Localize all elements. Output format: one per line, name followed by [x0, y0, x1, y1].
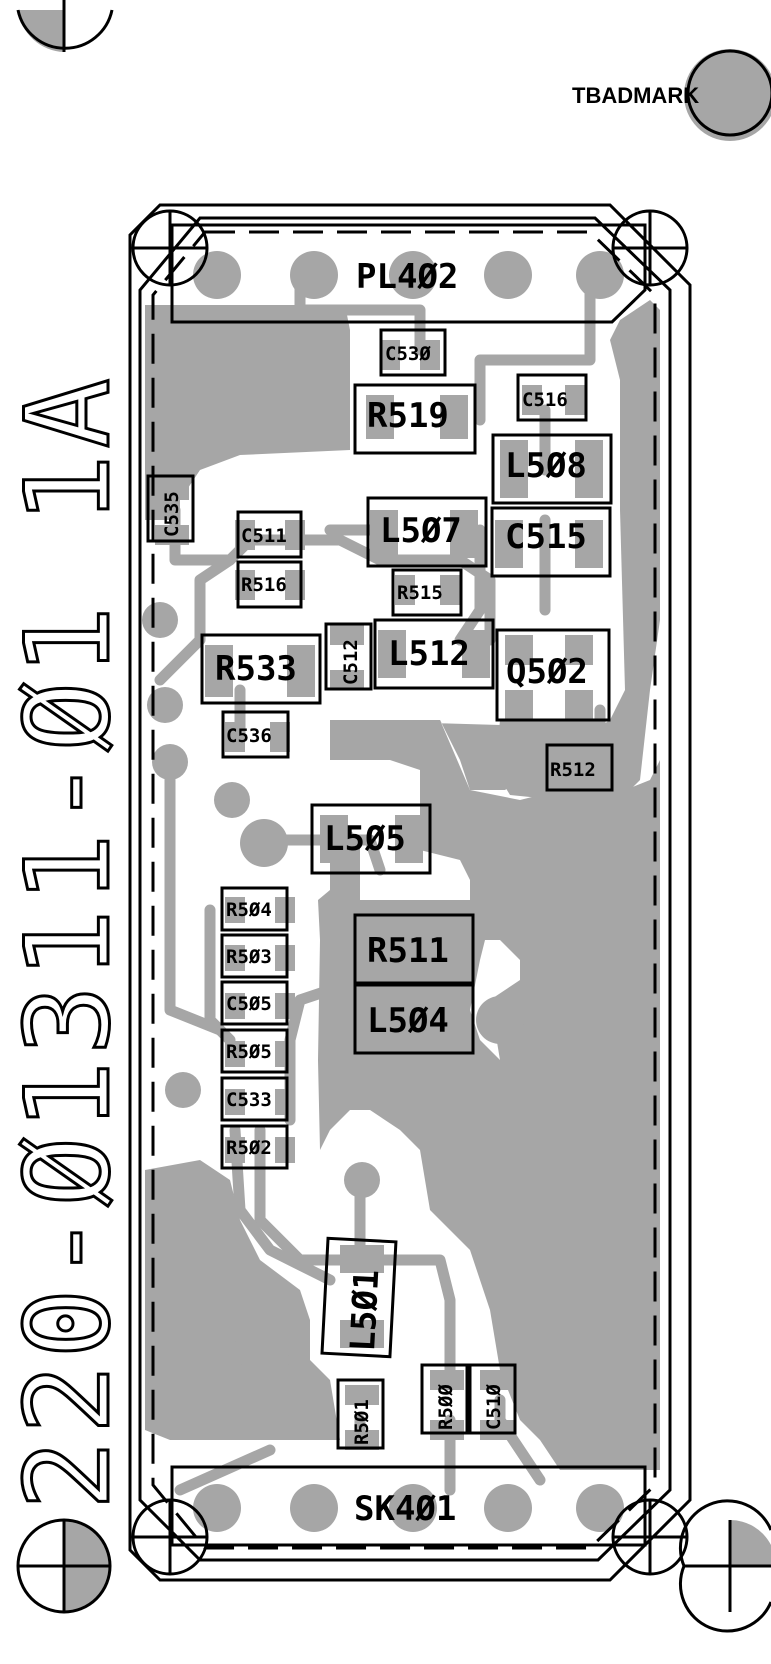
- label-R503: R5Ø3: [226, 946, 272, 968]
- registration-mark-bottom-left-icon: [16, 1518, 112, 1614]
- mounting-hole-bottom-left-icon: [131, 1498, 209, 1576]
- mounting-hole-bottom-right-icon: [611, 1498, 689, 1576]
- registration-mark-bottom-right-icon: [678, 1499, 771, 1633]
- label-C535: C535: [161, 491, 183, 537]
- registration-mark-top-left-icon: [16, 0, 114, 52]
- label-L507: L5Ø7: [380, 511, 462, 551]
- connector-bottom-label: SK4Ø1: [354, 1489, 456, 1529]
- registration-marks: [16, 0, 771, 1633]
- connector-top-label: PL4Ø2: [356, 257, 458, 297]
- label-C530: C53Ø: [385, 343, 431, 365]
- label-R511: R511: [367, 931, 449, 971]
- label-R500: R5ØØ: [435, 1384, 457, 1430]
- component-outlines: [146, 328, 614, 1450]
- label-R501: R5Ø1: [351, 1399, 373, 1445]
- label-C516: C516: [522, 389, 568, 411]
- label-C533: C533: [226, 1089, 272, 1111]
- labels: TBADMARK 220-Ø1311-Ø1 1A PL4Ø2 SK4Ø1 C53…: [0, 83, 699, 1529]
- label-L505: L5Ø5: [324, 819, 406, 859]
- label-C505: C5Ø5: [226, 993, 272, 1015]
- label-C515: C515: [505, 517, 587, 557]
- label-L504: L5Ø4: [367, 1001, 449, 1041]
- label-R504: R5Ø4: [226, 899, 272, 921]
- mounting-hole-top-left-icon: [131, 209, 209, 287]
- label-R505: R5Ø5: [226, 1041, 272, 1063]
- label-L512: L512: [388, 634, 470, 674]
- label-Q502: Q5Ø2: [506, 652, 588, 692]
- registration-mark-top-right-icon: [684, 49, 771, 141]
- label-R502: R5Ø2: [226, 1137, 272, 1159]
- label-C510: C51Ø: [483, 1384, 505, 1430]
- brand-mark: TBADMARK: [572, 83, 699, 108]
- label-R533: R533: [215, 649, 297, 689]
- board-outline: [128, 203, 692, 1582]
- label-C536: C536: [226, 725, 272, 747]
- label-C511: C511: [241, 525, 287, 547]
- label-L508: L5Ø8: [505, 446, 587, 486]
- label-C512: C512: [340, 639, 362, 685]
- label-R515: R515: [397, 582, 443, 604]
- part-number-label: 220-Ø1311-Ø1 1A: [1, 372, 136, 1510]
- label-R519: R519: [367, 396, 449, 436]
- label-R516: R516: [241, 574, 287, 596]
- mounting-hole-top-right-icon: [611, 209, 689, 287]
- pads: [142, 251, 660, 1532]
- copper-pour: [145, 300, 660, 1470]
- label-R512: R512: [550, 759, 596, 781]
- label-L501: L5Ø1: [343, 1269, 387, 1353]
